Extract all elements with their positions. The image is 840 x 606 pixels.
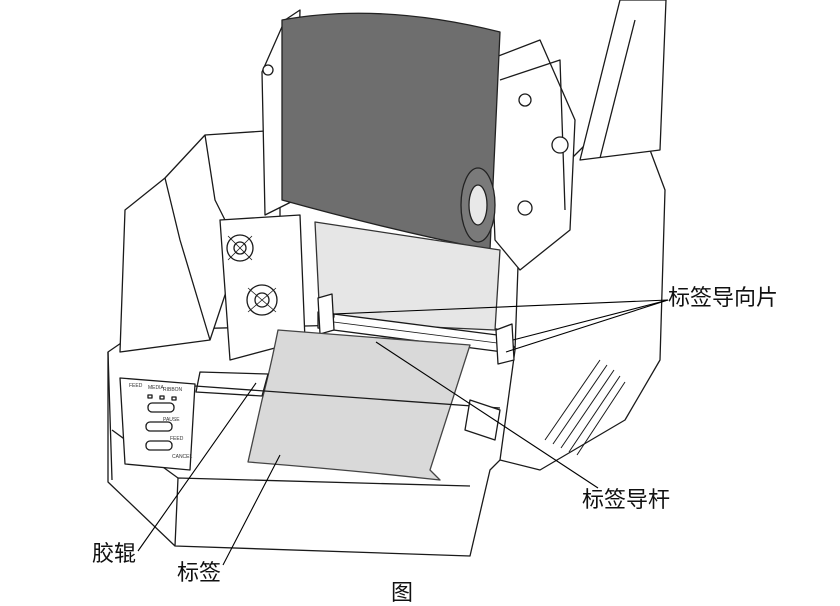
- leader-label: [222, 454, 281, 566]
- button-label-feed: FEED: [170, 436, 184, 442]
- button-cancel: [145, 440, 173, 451]
- led-label-feed: FEED: [129, 383, 143, 389]
- open-cover: [579, 0, 667, 161]
- leader-rubber-roller: [137, 382, 257, 552]
- ribbon-arm-right: [487, 39, 576, 271]
- button-feed: [145, 421, 173, 432]
- label-guide-piece-right: [495, 323, 515, 365]
- leader-guide-piece-1: [332, 299, 669, 315]
- leader-guide-piece-3: [505, 299, 669, 353]
- callout-label-guide-piece: 标签导向片: [668, 286, 779, 311]
- figure-caption: 图: [391, 581, 414, 606]
- printer-diagram: FEED MEDIA RIBBON PAUSE FEED CANCEL 标签导向…: [92, 0, 779, 605]
- rubber-roller: [195, 371, 269, 397]
- led-label-ribbon: RIBBON: [163, 387, 183, 393]
- button-label-cancel: CANCEL: [172, 454, 193, 460]
- label-guide-piece-left: [317, 293, 335, 335]
- callout-label: 标签: [177, 561, 222, 586]
- ribbon-film: [314, 221, 501, 331]
- callout-rubber-roller: 胶辊: [92, 542, 137, 567]
- button-label-pause: PAUSE: [163, 417, 180, 423]
- button-pause: [147, 402, 175, 413]
- callout-label-guide-rod: 标签导杆: [582, 488, 671, 513]
- led-label-media: MEDIA: [148, 385, 165, 391]
- leader-guide-rod: [375, 341, 599, 489]
- printer-illustration: FEED MEDIA RIBBON PAUSE FEED CANCEL: [107, 0, 669, 566]
- leader-guide-piece-2: [512, 299, 669, 341]
